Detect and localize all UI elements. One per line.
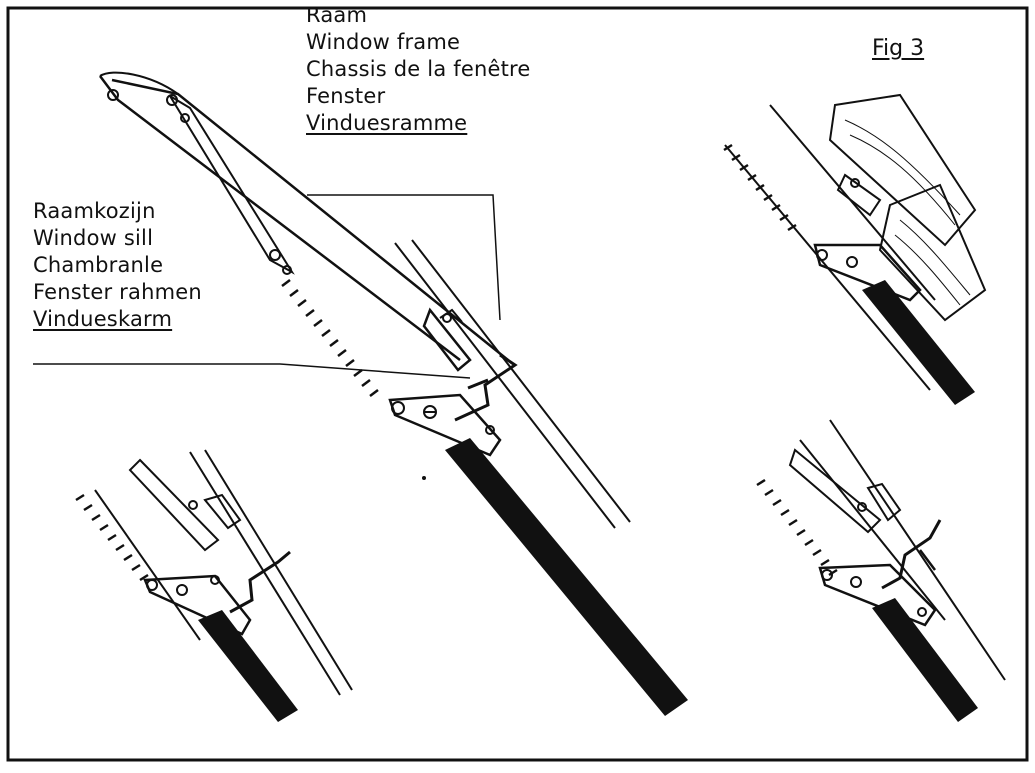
label-window-sill-line-5: Vindueskarm (33, 307, 173, 331)
label-window-frame-line-2: Window frame (306, 30, 461, 54)
top-right-spring (723, 143, 797, 232)
label-window-sill: Raamkozijn Window sill Chambranle Fenste… (33, 198, 202, 333)
dot-mark (422, 476, 426, 480)
lower-right-spring (756, 478, 838, 577)
lower-left-spring (75, 493, 149, 582)
detail-lower-right (756, 419, 1006, 681)
label-window-sill-line-2: Window sill (33, 226, 154, 250)
figure-border (6, 6, 1029, 762)
detail-top-right (723, 93, 987, 391)
label-window-frame: Raam Window frame Chassis de la fenêtre … (306, 2, 531, 137)
label-window-frame-line-3: Chassis de la fenêtre (306, 57, 531, 81)
label-window-frame-line-4: Fenster (306, 84, 386, 108)
label-window-sill-line-3: Chambranle (33, 253, 164, 277)
detail-lower-left (75, 449, 353, 696)
label-window-frame-line-1: Raam (306, 3, 368, 27)
lower-left-actuator (198, 610, 298, 722)
label-window-frame-line-5: Vinduesramme (306, 111, 468, 135)
top-right-actuator (862, 280, 975, 405)
figure-title: Fig 3 (872, 36, 925, 61)
label-window-sill-line-4: Fenster rahmen (33, 280, 202, 304)
main-spring (281, 279, 379, 397)
lower-right-actuator (872, 598, 978, 722)
main-assembly (33, 71, 631, 529)
main-actuator (445, 438, 688, 716)
label-window-sill-line-1: Raamkozijn (33, 199, 156, 223)
